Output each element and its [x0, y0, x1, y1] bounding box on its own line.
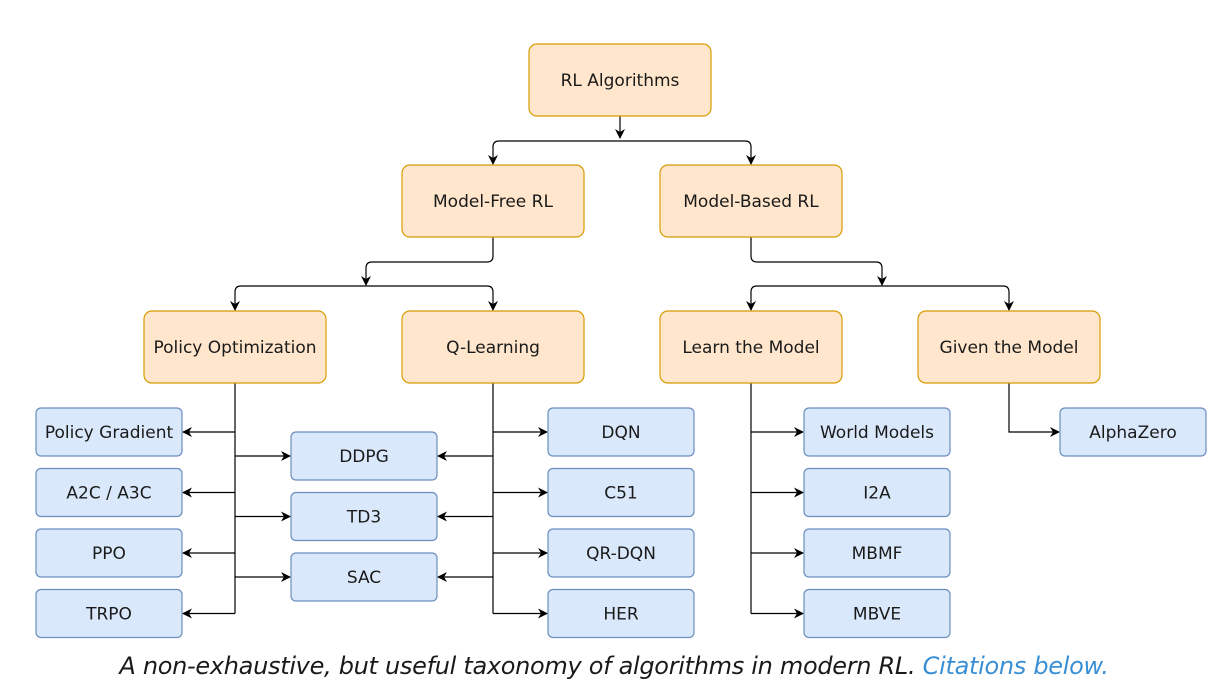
node-ddpg: DDPG [290, 431, 438, 481]
node-her: HER [547, 588, 695, 639]
edge-model-based-rl-stem [750, 237, 887, 286]
node-policy-optimization: Policy Optimization [143, 310, 327, 384]
node-label: TD3 [346, 508, 381, 528]
node-label: QR-DQN [586, 544, 656, 564]
node-label: Policy Gradient [45, 423, 174, 443]
node-label: HER [603, 605, 639, 625]
node-world-models: World Models [803, 407, 951, 457]
node-label: MBMF [852, 544, 903, 564]
node-box [35, 588, 183, 639]
node-label: Learn the Model [682, 338, 819, 358]
node-box [803, 588, 951, 639]
node-box [401, 310, 585, 384]
node-label: DQN [601, 423, 640, 443]
node-box [401, 164, 585, 238]
node-learn-the-model: Learn the Model [659, 310, 843, 384]
node-box [35, 528, 183, 578]
node-box [547, 407, 695, 457]
caption-text: A non-exhaustive, but useful taxonomy of… [119, 652, 916, 680]
node-label: SAC [347, 568, 381, 588]
node-label: MBVE [853, 605, 901, 625]
edge-root-to-model-based-rl [620, 140, 756, 165]
node-box [803, 407, 951, 457]
node-model-based-rl: Model-Based RL [659, 164, 843, 238]
node-box [659, 164, 843, 238]
node-label: A2C / A3C [66, 484, 151, 504]
node-c51: C51 [547, 467, 695, 518]
node-label: Given the Model [940, 338, 1079, 358]
node-rl-algorithms: RL Algorithms [528, 43, 712, 117]
node-box [35, 467, 183, 518]
node-mbve: MBVE [803, 588, 951, 639]
node-trpo: TRPO [35, 588, 183, 639]
node-box [1059, 407, 1207, 457]
node-label: Policy Optimization [153, 338, 316, 358]
node-box [917, 310, 1101, 384]
node-td3: TD3 [290, 491, 438, 542]
node-qr-dqn: QR-DQN [547, 528, 695, 578]
node-label: C51 [604, 484, 638, 504]
node-box [290, 491, 438, 542]
edge-root-to-model-free-rl [488, 140, 620, 165]
node-box [803, 528, 951, 578]
edge-to-q-learning [366, 285, 498, 311]
node-alphazero: AlphaZero [1059, 407, 1207, 457]
node-ppo: PPO [35, 528, 183, 578]
node-box [143, 310, 327, 384]
edge-to-learn-the-model [746, 285, 882, 311]
node-box [803, 467, 951, 518]
node-box [659, 310, 843, 384]
edge-to-given-the-model [882, 285, 1014, 311]
node-label: Q-Learning [446, 338, 540, 358]
node-policy-gradient: Policy Gradient [35, 407, 183, 457]
edge-model-free-rl-stem [361, 237, 494, 286]
node-mbmf: MBMF [803, 528, 951, 578]
figure-caption: A non-exhaustive, but useful taxonomy of… [0, 652, 1228, 680]
node-i2a: I2A [803, 467, 951, 518]
node-box [290, 431, 438, 481]
node-label: World Models [820, 423, 934, 443]
node-given-the-model: Given the Model [917, 310, 1101, 384]
node-box [547, 528, 695, 578]
node-box [35, 407, 183, 457]
node-label: DDPG [339, 447, 389, 467]
citations-link[interactable]: Citations below. [922, 652, 1109, 680]
node-label: TRPO [85, 605, 132, 625]
node-label: Model-Based RL [683, 192, 819, 212]
node-sac: SAC [290, 552, 438, 602]
node-label: RL Algorithms [561, 71, 680, 91]
node-label: AlphaZero [1089, 423, 1176, 443]
node-label: Model-Free RL [433, 192, 553, 212]
node-box [528, 43, 712, 117]
edge-to-policy-optimization [230, 285, 366, 311]
node-label: I2A [863, 484, 891, 504]
node-box [547, 588, 695, 639]
node-model-free-rl: Model-Free RL [401, 164, 585, 238]
node-q-learning: Q-Learning [401, 310, 585, 384]
node-dqn: DQN [547, 407, 695, 457]
node-a2c-a3c: A2C / A3C [35, 467, 183, 518]
edge-to-alphazero [1008, 383, 1060, 437]
node-label: PPO [92, 544, 126, 564]
node-box [547, 467, 695, 518]
node-box [290, 552, 438, 602]
